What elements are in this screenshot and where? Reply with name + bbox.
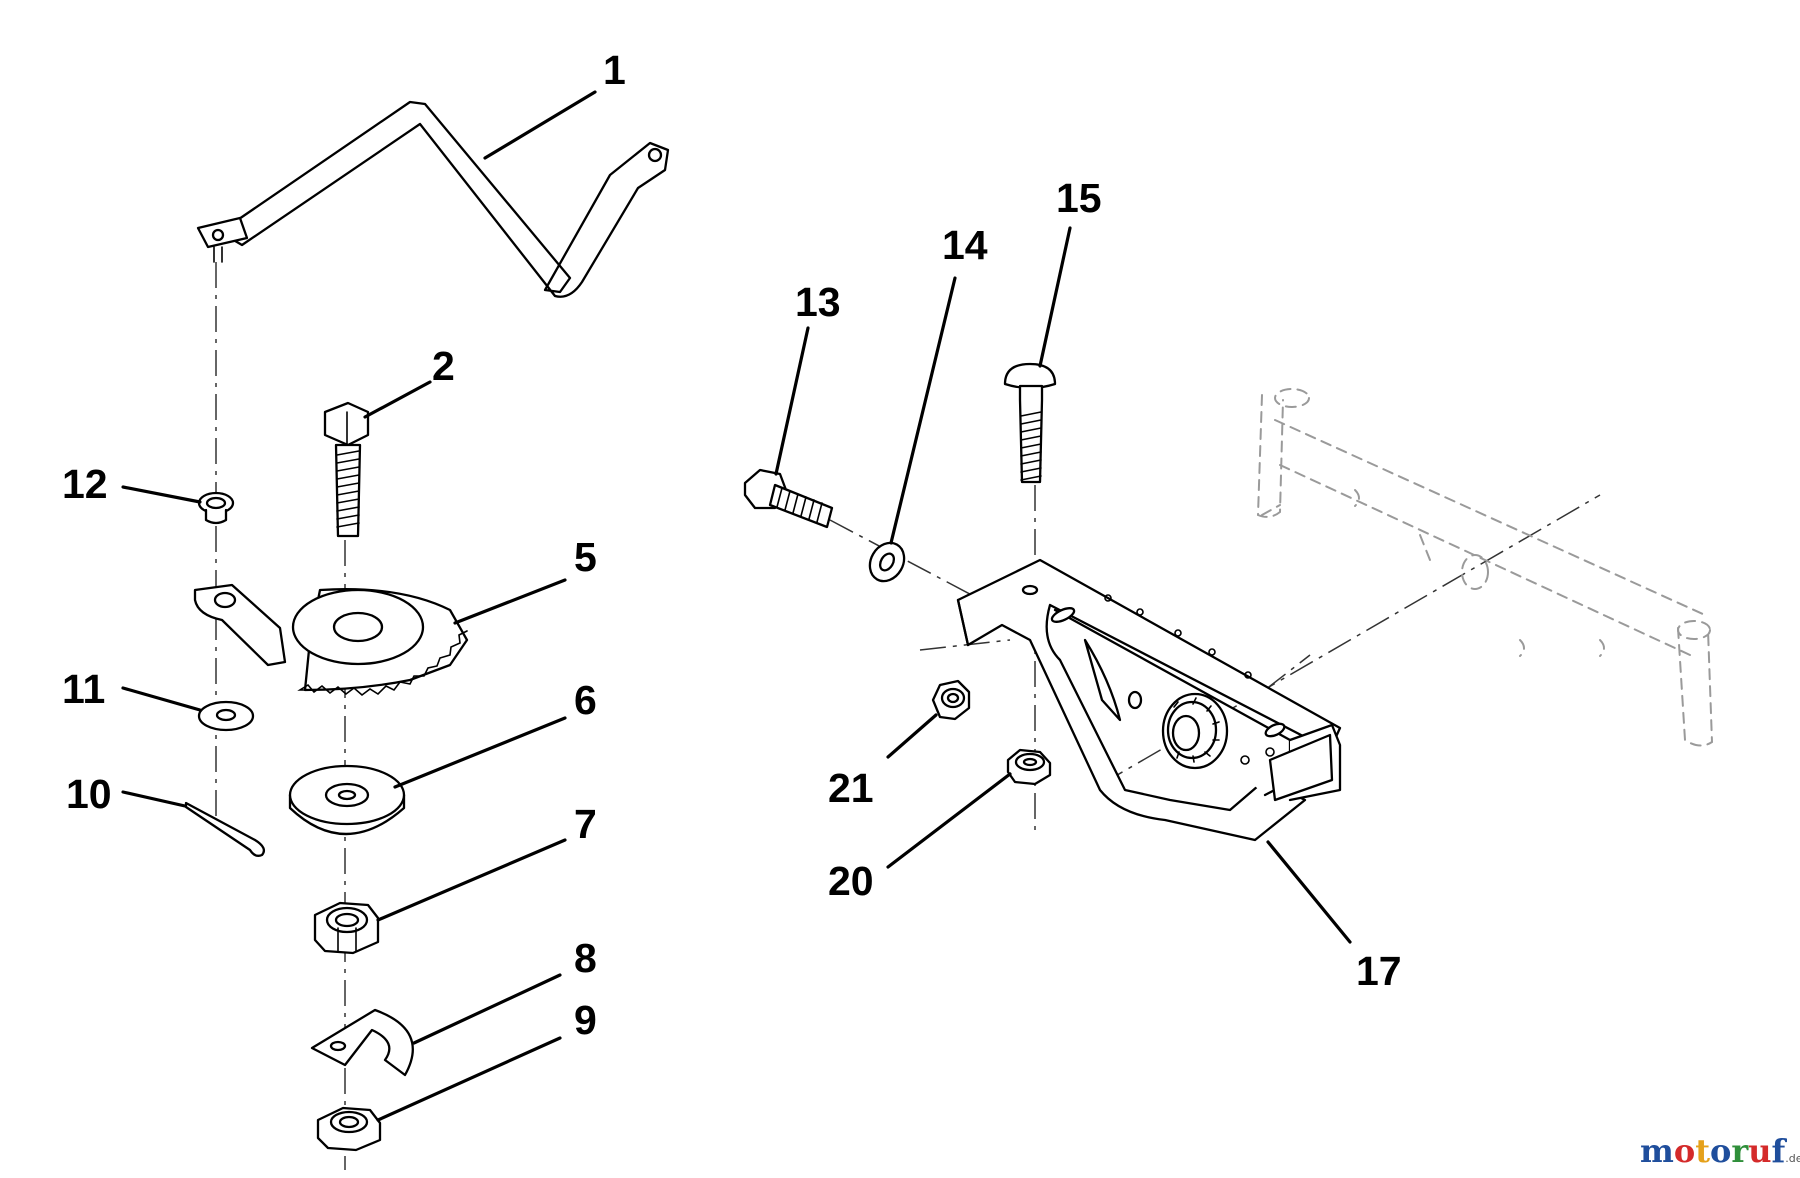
spacer-washer bbox=[288, 764, 406, 836]
logo-letter-o: o bbox=[1674, 1132, 1695, 1170]
small-hex-nut bbox=[931, 679, 971, 721]
angled-hex-bolt bbox=[743, 468, 834, 529]
callout-9: 9 bbox=[574, 997, 597, 1043]
cotter-pin bbox=[184, 801, 265, 857]
callout-2: 2 bbox=[432, 343, 455, 389]
callout-11: 11 bbox=[62, 666, 105, 712]
callout-10: 10 bbox=[66, 771, 112, 817]
assembly-centerlines bbox=[215, 262, 1601, 1170]
callout-12: 12 bbox=[62, 461, 108, 507]
lock-washer bbox=[868, 541, 906, 583]
callout-7: 7 bbox=[574, 801, 597, 847]
callout-20: 20 bbox=[828, 858, 874, 904]
logo-suffix: .de bbox=[1785, 1152, 1800, 1165]
callout-14: 14 bbox=[942, 222, 988, 268]
callout-5: 5 bbox=[574, 534, 597, 580]
callout-labels: 1 2 5 6 7 8 9 10 11 12 13 14 15 17 20 21 bbox=[62, 47, 1402, 1043]
logo-letter-f: f bbox=[1771, 1132, 1787, 1170]
flat-washer bbox=[197, 700, 255, 732]
logo-letter-u: u bbox=[1748, 1132, 1771, 1170]
callout-13: 13 bbox=[795, 279, 841, 325]
logo-letter-t: t bbox=[1695, 1132, 1710, 1170]
callout-1: 1 bbox=[603, 47, 626, 93]
spring-clip bbox=[310, 1008, 414, 1077]
drag-link bbox=[196, 100, 670, 298]
callout-17: 17 bbox=[1356, 948, 1402, 994]
carriage-bolt bbox=[1003, 362, 1057, 484]
steering-bracket bbox=[956, 558, 1342, 842]
hex-bolt bbox=[323, 401, 370, 538]
leader-lines bbox=[121, 90, 1352, 1122]
logo-letter-o2: o bbox=[1710, 1132, 1731, 1170]
hex-nut bbox=[313, 901, 380, 955]
callout-21: 21 bbox=[828, 765, 874, 811]
logo-letter-r: r bbox=[1731, 1132, 1749, 1170]
lock-nut bbox=[316, 1106, 382, 1152]
axle-frame-outline bbox=[1256, 388, 1714, 747]
motoruf-logo: motoruf.de bbox=[1640, 1132, 1800, 1170]
sector-gear bbox=[193, 583, 469, 697]
svg-text:motoruf.de: motoruf.de bbox=[1640, 1132, 1800, 1170]
callout-8: 8 bbox=[574, 935, 597, 981]
flange-lock-nut bbox=[1006, 748, 1052, 786]
callout-6: 6 bbox=[574, 677, 597, 723]
flange-bushing bbox=[197, 491, 235, 525]
logo-letter-m: m bbox=[1640, 1132, 1674, 1170]
callout-15: 15 bbox=[1056, 175, 1102, 221]
